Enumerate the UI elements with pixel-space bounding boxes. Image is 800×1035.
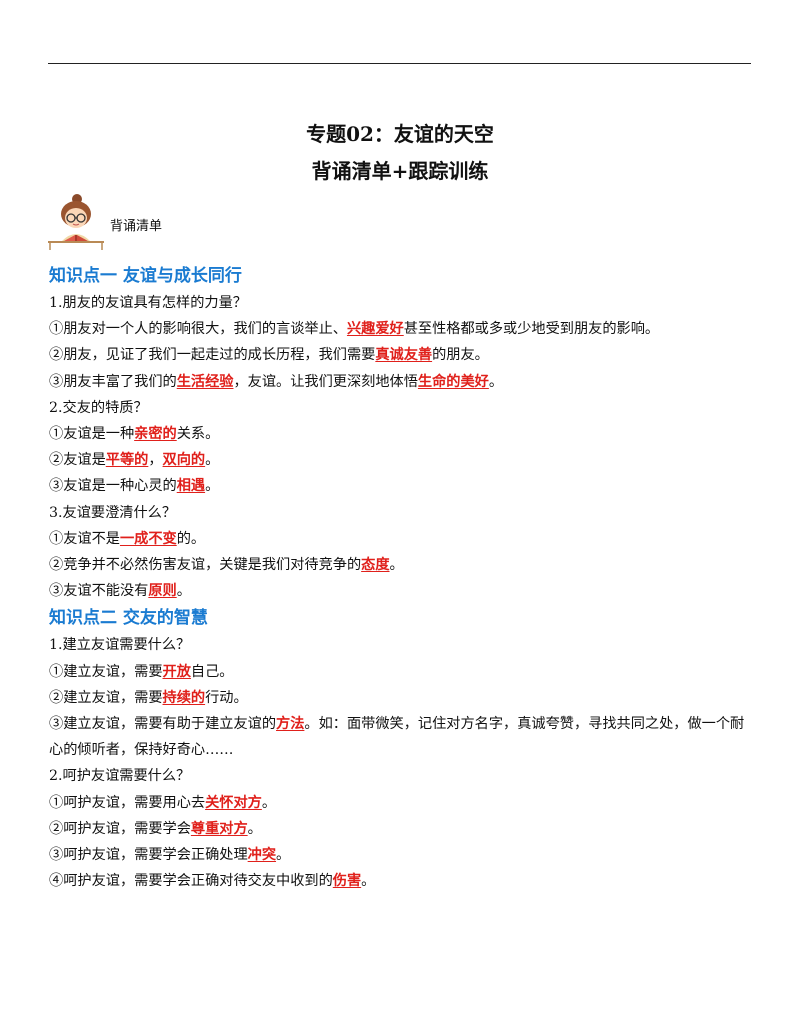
answer-text: 。: [389, 557, 404, 574]
key-term: 相遇: [176, 478, 206, 495]
answer-text: 。: [205, 478, 220, 495]
answer-text: ，友谊。让我们更深刻地体悟: [233, 373, 418, 390]
answer-line: ③朋友丰富了我们的生活经验，友谊。让我们更深刻地体悟生命的美好。: [49, 369, 755, 395]
answer-line: ①友谊是一种亲密的关系。: [49, 421, 755, 447]
answer-line: ②朋友，见证了我们一起走过的成长历程，我们需要真诚友善的朋友。: [49, 342, 755, 368]
header-rule: [48, 63, 751, 64]
answer-text: ③建立友谊，需要有助于建立友谊的: [49, 716, 277, 733]
key-term: 平等的: [105, 452, 149, 469]
answer-text: ②建立友谊，需要: [49, 689, 163, 706]
key-term: 生命的美好: [417, 373, 489, 390]
answer-text: ③友谊是一种心灵的: [49, 478, 177, 495]
answer-line: ③友谊是一种心灵的相遇。: [49, 473, 755, 499]
answer-text: 。: [261, 794, 277, 811]
answer-text: ②朋友，见证了我们一起走过的成长历程，我们需要: [49, 347, 376, 364]
answer-text: 。: [205, 452, 220, 469]
answer-line: ②呵护友谊，需要学会尊重对方。: [49, 816, 755, 842]
section-heading: 知识点一 友谊与成长同行: [49, 266, 242, 286]
answer-line: ①建立友谊，需要开放自己。: [49, 659, 755, 685]
answer-text: 。: [176, 583, 191, 600]
key-term: 真诚友善: [375, 347, 433, 364]
key-term: 开放: [162, 663, 191, 680]
reading-girl-illustration: [48, 194, 104, 250]
answer-text: ③呵护友谊，需要学会正确处理: [49, 847, 248, 864]
answer-text: 。: [488, 373, 504, 390]
answer-text: 。: [276, 847, 291, 864]
answer-line: ③建立友谊，需要有助于建立友谊的方法。如：面带微笑，记住对方名字，真诚夸赞，寻找…: [49, 711, 755, 763]
answer-line: ②友谊是平等的，双向的。: [49, 447, 755, 473]
section-heading: 知识点二 交友的智慧: [49, 608, 208, 629]
answer-text: ④呵护友谊，需要学会正确对待交友中收到的: [49, 873, 333, 890]
key-term: 尊重对方: [190, 820, 248, 837]
answer-line: ②建立友谊，需要持续的行动。: [49, 685, 755, 711]
answer-text: 。: [247, 820, 262, 837]
question-line: 2.呵护友谊需要什么？: [49, 768, 191, 785]
answer-line: ③友谊不能没有原则。: [49, 578, 755, 604]
key-term: 方法: [276, 716, 305, 733]
answer-line: ①朋友对一个人的影响很大，我们的言谈举止、兴趣爱好甚至性格都或多或少地受到朋友的…: [49, 316, 755, 342]
answer-text: ①友谊不是: [49, 530, 120, 547]
question-line: 1.朋友的友谊具有怎样的力量？: [49, 295, 247, 311]
key-term: 一成不变: [119, 530, 177, 547]
key-term: 关怀对方: [205, 794, 262, 811]
key-term: 兴趣爱好: [346, 321, 404, 338]
answer-text: 的。: [176, 530, 206, 547]
key-term: 原则: [148, 583, 177, 600]
key-term: 持续的: [162, 689, 206, 706]
answer-text: 自己。: [190, 663, 234, 680]
answer-text: 关系。: [176, 426, 220, 443]
question-line: 1.建立友谊需要什么？: [49, 637, 191, 654]
answer-text: ②竞争并不必然伤害友谊，关键是我们对待竞争的: [49, 557, 362, 574]
content-body: 知识点一 友谊与成长同行 1.朋友的友谊具有怎样的力量？ ①朋友对一个人的影响很大，…: [49, 262, 755, 894]
answer-text: ③友谊不能没有: [49, 583, 149, 600]
answer-line: ②竞争并不必然伤害友谊，关键是我们对待竞争的态度。: [49, 552, 755, 578]
answer-text: ②呵护友谊，需要学会: [49, 820, 191, 837]
key-term: 生活经验: [176, 373, 234, 390]
badge-label: 背诵清单: [110, 219, 163, 234]
answer-text: ③朋友丰富了我们的: [49, 373, 177, 390]
answer-line: ③呵护友谊，需要学会正确处理冲突。: [49, 842, 755, 868]
answer-text: 甚至性格都或多或少地受到朋友的影响。: [403, 321, 660, 338]
answer-text: ①呵护友谊，需要用心去: [49, 794, 206, 811]
answer-text: ②友谊是: [49, 452, 106, 469]
document-subtitle: 背诵清单+跟踪训练: [311, 159, 489, 183]
answer-text: 的朋友。: [432, 347, 489, 364]
answer-text: ①朋友对一个人的影响很大，我们的言谈举止、: [49, 321, 347, 338]
answer-text: 。如：面带微笑，记住对方名字，真诚夸赞，寻找共同之处，做一个耐心的倾听者，保持好…: [49, 716, 745, 759]
question-line: 3.友谊要澄清什么？: [49, 504, 177, 521]
answer-line: ①呵护友谊，需要用心去关怀对方。: [49, 790, 755, 816]
key-term: 伤害: [332, 873, 362, 890]
key-term: 双向的: [162, 452, 206, 469]
question-line: 2.交友的特质？: [49, 399, 148, 416]
answer-text: 。: [361, 873, 376, 890]
key-term: 冲突: [247, 847, 277, 864]
answer-text: 行动。: [205, 689, 248, 706]
answer-text: ，: [148, 452, 163, 469]
answer-line: ④呵护友谊，需要学会正确对待交友中收到的伤害。: [49, 868, 755, 894]
answer-text: ①友谊是一种: [49, 426, 135, 443]
answer-line: ①友谊不是一成不变的。: [49, 526, 755, 552]
key-term: 态度: [361, 557, 390, 574]
document-title: 专题02：友谊的天空: [306, 122, 494, 146]
key-term: 亲密的: [134, 426, 177, 443]
answer-text: ①建立友谊，需要: [49, 663, 163, 680]
